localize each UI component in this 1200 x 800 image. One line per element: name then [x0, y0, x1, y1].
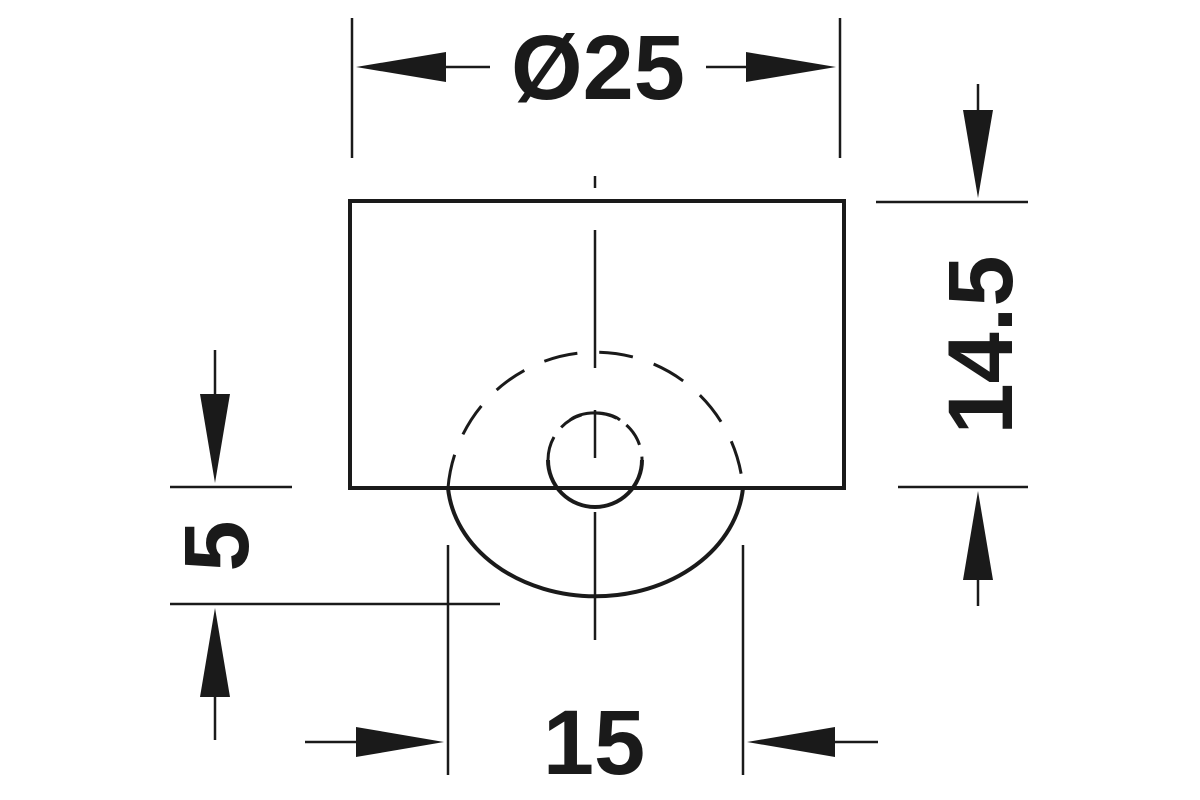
diameter-label: Ø25	[511, 17, 685, 119]
protrusion-label: 5	[166, 520, 268, 571]
height-label: 14.5	[930, 255, 1032, 434]
dimension-protrusion	[170, 350, 500, 740]
ball-visible-outline	[446, 487, 745, 599]
dimension-height	[876, 84, 1028, 606]
housing-outline	[348, 199, 846, 490]
wheel-width-label: 15	[543, 692, 645, 794]
axle-top-arc	[569, 411, 621, 422]
dimension-diameter	[350, 18, 842, 158]
ball-hidden-outline	[446, 350, 745, 489]
dimension-wheel-width	[305, 545, 878, 775]
axle-visible-outline	[546, 459, 644, 509]
